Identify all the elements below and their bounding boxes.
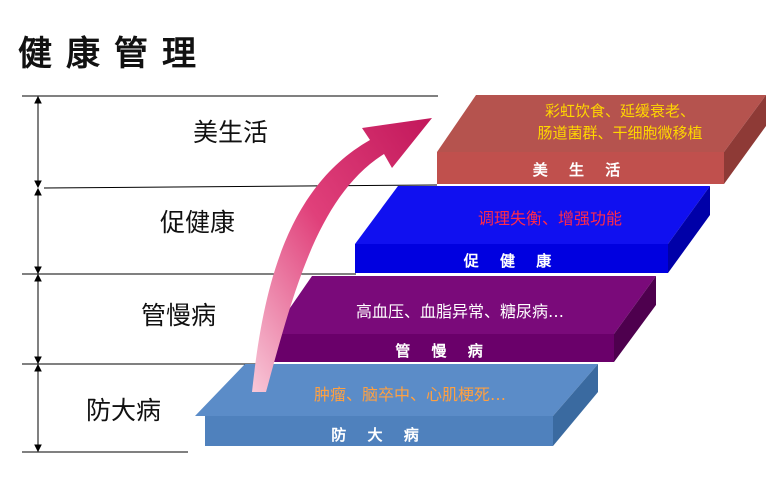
step-side-face [553, 364, 598, 446]
step-1-front-label: 美 生 活 [532, 161, 629, 179]
step-2-front-label: 促 健 康 [463, 252, 560, 270]
step-top-face [437, 95, 766, 152]
dimension-arrows [34, 95, 42, 453]
step-4 [195, 364, 598, 446]
side-label-manage-chronic: 管慢病 [141, 301, 217, 330]
step-side-face [614, 276, 656, 362]
growth-arrow [252, 118, 432, 392]
separator-line [43, 184, 438, 189]
side-label-beautiful-life: 美生活 [193, 118, 269, 147]
step-3 [272, 276, 656, 362]
step-2-top-text: 调理失衡、增强功能 [477, 209, 622, 228]
step-1-top-text: 彩虹饮食、延缓衰老、 肠道菌群、干细胞微移植 [537, 102, 703, 142]
page-title: 健康管理 [18, 34, 210, 74]
step-side-face [724, 95, 766, 184]
step-front-face [437, 152, 724, 184]
step-2 [355, 186, 710, 273]
side-label-prevent-major: 防大病 [86, 396, 162, 425]
step-front-face [272, 334, 614, 362]
step-top-face [355, 186, 710, 244]
step-3-top-text: 高血压、血脂异常、糖尿病… [355, 302, 564, 321]
step-side-face [668, 186, 710, 273]
step-3-front-label: 管 慢 病 [395, 342, 491, 360]
step-front-face [355, 244, 668, 273]
side-label-promote-health: 促健康 [160, 208, 236, 237]
step-1 [437, 95, 766, 184]
step-top-face [195, 364, 598, 416]
step-4-front-label: 防 大 病 [331, 426, 427, 444]
step-4-top-text: 肿瘤、脑卒中、心肌梗死… [313, 385, 506, 404]
step-front-face [205, 416, 553, 446]
step-top-face [272, 276, 656, 334]
